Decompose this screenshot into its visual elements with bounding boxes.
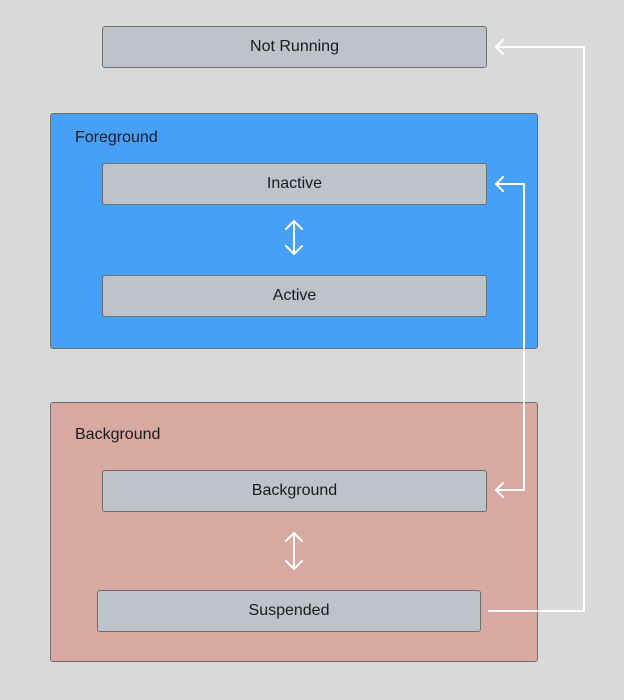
state-not-running: Not Running (102, 26, 487, 68)
suspended-to-not-running-connector (488, 39, 585, 612)
state-inactive: Inactive (102, 163, 487, 205)
double-arrow-vertical-icon (285, 220, 303, 255)
state-suspended: Suspended (97, 590, 481, 632)
foreground-group-title: Foreground (75, 129, 158, 146)
arrow-left-icon (495, 482, 504, 498)
state-active: Active (102, 275, 487, 317)
arrow-left-icon (495, 39, 504, 55)
arrow-left-icon (495, 176, 504, 192)
state-background: Background (102, 470, 487, 512)
double-arrow-vertical-icon (285, 532, 303, 570)
inactive-background-connector (495, 176, 525, 498)
background-group-title: Background (75, 426, 161, 443)
